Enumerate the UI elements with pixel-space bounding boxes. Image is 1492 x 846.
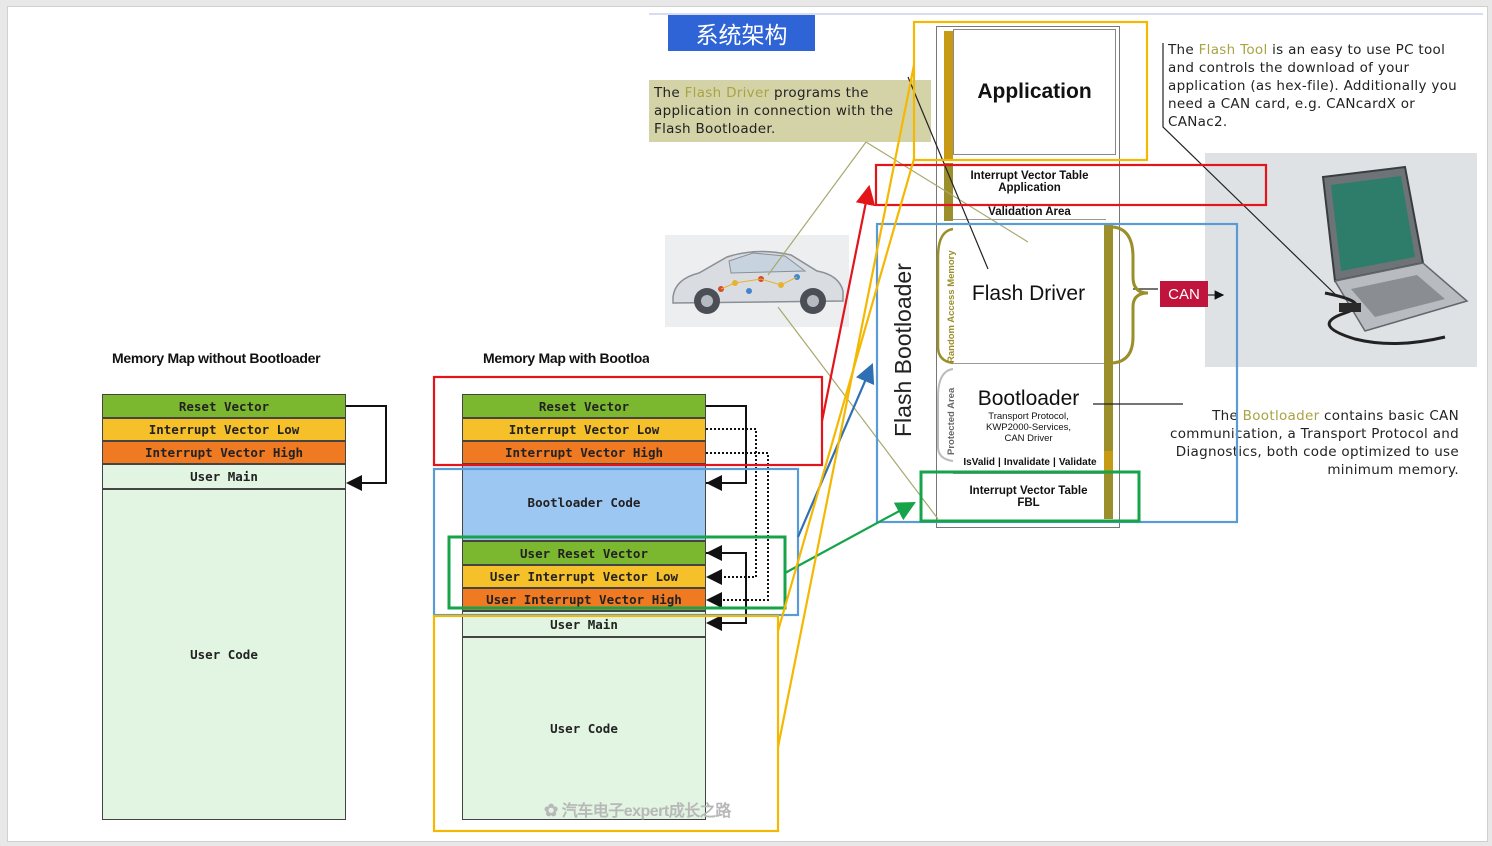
left-row-reset-vector: Reset Vector	[102, 394, 346, 418]
divider-ram-protected	[953, 363, 1104, 364]
car-icon	[672, 250, 844, 314]
laptop-illustration	[1205, 153, 1477, 367]
yellow-connector-2	[776, 158, 916, 632]
flash-driver-text-pre: The	[654, 85, 685, 101]
overlay-lines	[346, 20, 1339, 833]
bootloader-label: Bootloader	[977, 386, 1080, 410]
ivt-app-line2: Application	[998, 182, 1061, 194]
middle-diagram-title: Memory Map with Bootloader	[483, 350, 671, 366]
ivt-fbl-line2: FBL	[1017, 497, 1040, 509]
red-connector	[820, 184, 876, 422]
yellow-connector-1	[776, 64, 916, 748]
validate-label: Validate	[1058, 457, 1097, 468]
is-valid-label: IsValid	[963, 457, 996, 468]
flash-driver-text-post: programs the application in connection w…	[654, 85, 894, 137]
left-diagram-title: Memory Map without Bootloader	[112, 350, 321, 366]
ram-brace	[936, 227, 954, 365]
slide: Memory Map without Bootloader Reset Vect…	[7, 6, 1488, 842]
ivt-app-block: Interrupt Vector Table Application	[953, 165, 1106, 199]
yellow-highlight-right	[912, 20, 1149, 162]
flash-tool-text-highlight: Flash Tool	[1198, 42, 1268, 58]
application-block: Application	[953, 29, 1116, 155]
mid-row-interrupt-low: Interrupt Vector Low	[462, 418, 706, 441]
bootloader-sub2: KWP2000-Services,	[985, 421, 1071, 433]
flash-driver-block: Flash Driver	[953, 225, 1104, 363]
can-badge: CAN	[1160, 281, 1208, 307]
ivt-app-bar	[944, 163, 953, 221]
annotation-lines	[767, 141, 1029, 520]
blue-connector	[796, 362, 875, 538]
flash-tool-text-pre: The	[1168, 42, 1199, 58]
green-highlight-right	[919, 470, 1141, 523]
bootloader-description: The Bootloader contains basic CAN commun…	[1166, 407, 1459, 479]
flash-tool-text-post: is an easy to use PC tool and controls t…	[1168, 42, 1458, 130]
car-illustration	[665, 235, 849, 327]
ivt-fbl-block: Interrupt Vector Table FBL	[953, 477, 1104, 517]
yellow-highlight-left	[432, 614, 780, 833]
mid-row-interrupt-high: Interrupt Vector High	[462, 441, 706, 464]
red-highlight-right	[874, 163, 1268, 207]
bootloader-text-highlight: Bootloader	[1242, 408, 1320, 424]
mid-row-bootloader-code: Bootloader Code	[462, 464, 706, 541]
mid-row-user-code: User Code	[462, 637, 706, 820]
bootloader-text-post: contains basic CAN communication, a Tran…	[1170, 408, 1459, 478]
middle-arrows	[706, 405, 769, 631]
mid-row-user-reset-vector: User Reset Vector	[462, 541, 706, 565]
green-connector	[784, 501, 916, 574]
bootloader-block: Bootloader Transport Protocol, KWP2000-S…	[953, 383, 1104, 447]
flash-tool-description: The Flash Tool is an easy to use PC tool…	[1168, 41, 1468, 131]
ivt-fbl-line1: Interrupt Vector Table	[969, 485, 1088, 497]
header-badge: 系统架构	[668, 15, 815, 51]
blue-highlight-right	[875, 222, 1239, 524]
application-bar	[944, 31, 953, 159]
flash-driver-text-highlight: Flash Driver	[684, 85, 770, 101]
laptop-icon	[1321, 165, 1469, 345]
application-label: Application	[977, 80, 1092, 103]
bootloader-text-pre: The	[1212, 408, 1243, 424]
ivt-app-line1: Interrupt Vector Table	[970, 170, 1089, 182]
mid-row-user-interrupt-low: User Interrupt Vector Low	[462, 565, 706, 588]
bootloader-bar	[1104, 225, 1113, 519]
green-highlight-left	[447, 535, 787, 610]
flash-driver-brace	[1112, 225, 1149, 365]
mid-row-reset-vector: Reset Vector	[462, 394, 706, 418]
flash-driver-label: Flash Driver	[971, 282, 1086, 305]
bootloader-bar-accent	[1104, 451, 1113, 473]
bootloader-sub1: Transport Protocol,	[988, 410, 1069, 422]
left-row-interrupt-low: Interrupt Vector Low	[102, 418, 346, 441]
invalidate-label: Invalidate	[1003, 457, 1050, 468]
left-row-user-code: User Code	[102, 489, 346, 820]
left-row-user-main: User Main	[102, 464, 346, 489]
bootloader-sub3: CAN Driver	[1004, 432, 1053, 444]
memory-column	[936, 26, 1120, 528]
blue-highlight-left	[432, 467, 800, 617]
red-highlight-left	[432, 375, 824, 467]
validation-functions: IsValid| Invalidate| Validate	[958, 457, 1102, 471]
mid-row-user-interrupt-high: User Interrupt Vector High	[462, 588, 706, 611]
watermark: ✿ 汽车电子expert成长之路	[544, 797, 731, 821]
flash-driver-description: The Flash Driver programs the applicatio…	[649, 80, 931, 142]
left-reset-arrow	[346, 405, 387, 491]
left-row-interrupt-high: Interrupt Vector High	[102, 441, 346, 464]
watermark-text: 汽车电子expert成长之路	[561, 803, 732, 820]
figure-top-rule	[649, 13, 1483, 15]
protected-brace	[937, 368, 954, 462]
wechat-icon: ✿	[544, 801, 558, 820]
